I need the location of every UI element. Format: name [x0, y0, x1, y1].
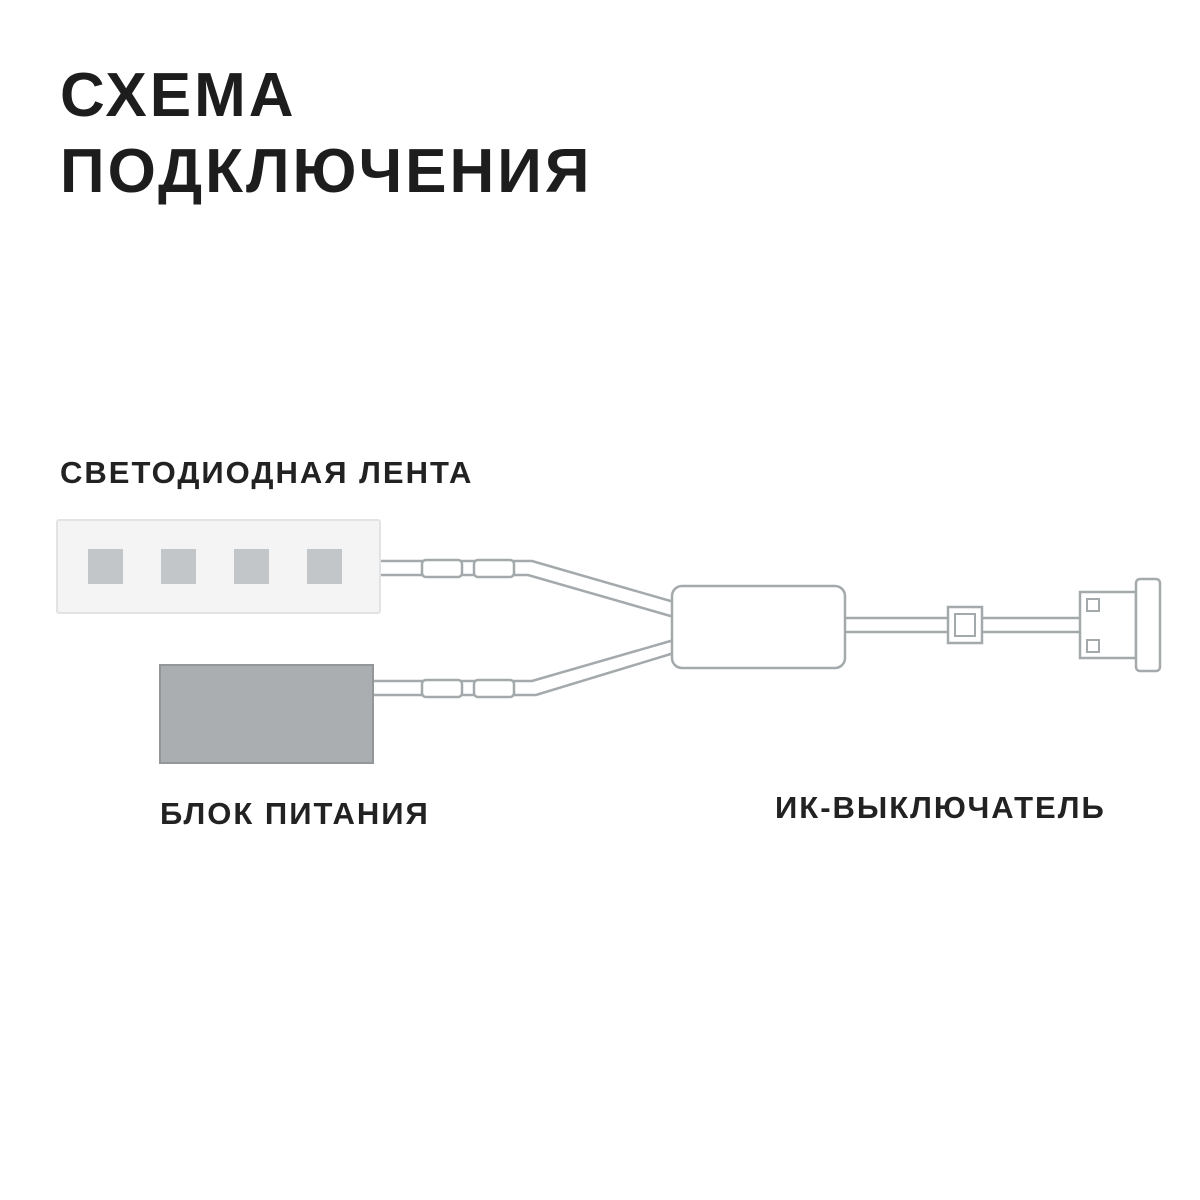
wire-connector	[472, 558, 516, 579]
wire-psu-to-controller-2	[373, 651, 675, 697]
wire-connector	[420, 558, 464, 579]
led-chip	[161, 549, 196, 584]
controller-body	[670, 584, 847, 670]
led-strip	[56, 519, 381, 614]
power-supply-body	[159, 664, 374, 764]
wire-strip-to-controller-2	[380, 573, 675, 619]
led-chip	[234, 549, 269, 584]
wire-connector	[472, 678, 516, 699]
led-chip	[88, 549, 123, 584]
wire-connector	[420, 678, 464, 699]
power-supply-label: БЛОК ПИТАНИЯ	[160, 796, 430, 831]
ir-switch	[1078, 577, 1162, 673]
led-strip-body	[56, 519, 381, 614]
psu-wire-connectors	[420, 678, 516, 699]
controller-box	[670, 584, 847, 670]
wire-psu-to-controller-1	[373, 638, 675, 683]
ferrite-filter-inner	[954, 613, 976, 637]
page-title-line1: СХЕМА	[60, 61, 297, 130]
led-chip	[307, 549, 342, 584]
page-title-line2: ПОДКЛЮЧЕНИЯ	[60, 136, 593, 206]
page-title: СХЕМА ПОДКЛЮЧЕНИЯ	[60, 58, 592, 209]
ir-switch-pin	[1086, 598, 1100, 612]
strip-wire-connectors	[420, 558, 516, 579]
ir-switch-label: ИК-ВЫКЛЮЧАТЕЛЬ	[775, 790, 1106, 825]
power-supply	[159, 664, 374, 764]
ir-switch-flange	[1134, 577, 1162, 673]
led-strip-label: СВЕТОДИОДНАЯ ЛЕНТА	[60, 455, 474, 490]
ferrite-filter	[946, 605, 984, 645]
ir-switch-pin	[1086, 639, 1100, 653]
